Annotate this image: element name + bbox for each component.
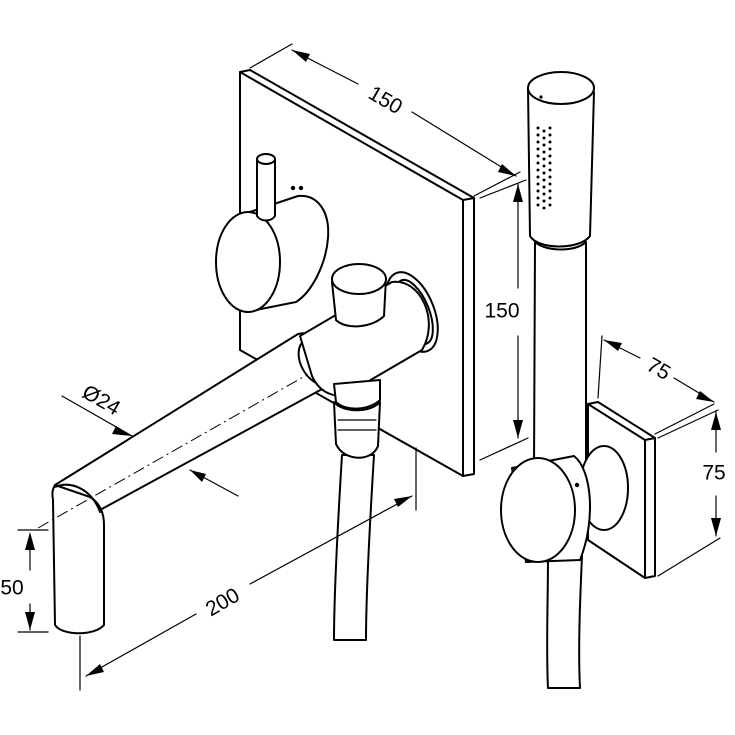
indicator-dots-icon — [290, 185, 296, 191]
dim-spout-length: 200 — [202, 584, 244, 621]
dimension-75-side: 75 — [657, 409, 726, 577]
spray-holes-icon — [536, 126, 552, 210]
dim-bracket-height: 75 — [702, 462, 725, 485]
hand-shower — [527, 71, 595, 471]
dim-bracket-width: 75 — [643, 353, 675, 385]
dim-spout-diameter: Ø24 — [78, 380, 124, 420]
dim-plate-height: 150 — [484, 300, 519, 323]
dim-spout-drop: 50 — [0, 577, 23, 600]
dim-plate-width: 150 — [364, 82, 406, 119]
dimension-150-side: 150 — [479, 179, 529, 461]
mixer-body — [299, 263, 439, 459]
wall-bracket — [500, 401, 656, 689]
dimension-50: 50 — [0, 529, 49, 633]
spout-centerline — [37, 371, 313, 529]
spout — [37, 332, 336, 635]
mixer-knob — [215, 153, 330, 313]
shower-hose — [333, 454, 375, 641]
